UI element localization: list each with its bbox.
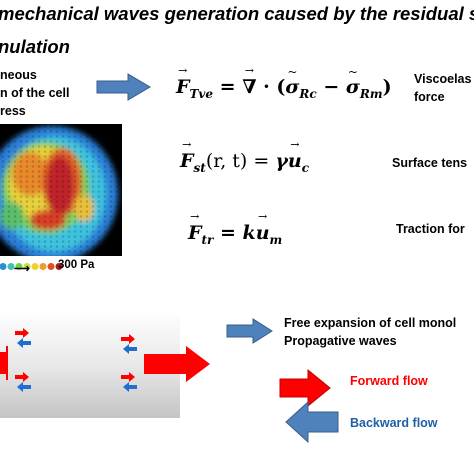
arrow-right-icon bbox=[226, 318, 273, 344]
traction-equation: Ftr = kum bbox=[188, 210, 282, 247]
title-line-2: nulation bbox=[0, 36, 70, 57]
heatmap-caption-line-3: ress bbox=[0, 104, 26, 118]
scale-max-label: 300 Pa bbox=[58, 259, 95, 271]
double-arrow-icon bbox=[15, 328, 31, 348]
forward-flow-label: Forward flow bbox=[350, 374, 428, 388]
double-arrow-icon bbox=[121, 372, 137, 392]
title-line-1: mechanical waves generation caused by th… bbox=[0, 3, 474, 24]
double-arrow-icon bbox=[121, 334, 137, 354]
heatmap-caption-line-2: n of the cell bbox=[0, 86, 70, 100]
left-red-arrow-icon bbox=[0, 346, 8, 380]
surface-tension-label: Surface tens bbox=[392, 156, 468, 170]
big-red-arrow-icon bbox=[144, 346, 210, 382]
heatmap-caption-line-1: neous bbox=[0, 68, 37, 82]
free-expansion-text: Free expansion of cell monol bbox=[284, 316, 457, 330]
backward-flow-label: Backward flow bbox=[350, 416, 438, 430]
stress-heatmap-image bbox=[0, 124, 122, 256]
scale-arrow-icon: ⟶ bbox=[14, 263, 30, 275]
color-scale bbox=[0, 258, 64, 270]
double-arrow-icon bbox=[15, 372, 31, 392]
viscoelastic-label-line-2: force bbox=[414, 90, 445, 104]
propagative-waves-text: Propagative waves bbox=[284, 334, 397, 348]
viscoelastic-label-line-1: Viscoelas bbox=[414, 72, 472, 86]
forward-flow-arrow-icon bbox=[279, 368, 331, 408]
arrow-right-icon bbox=[96, 73, 151, 101]
surface-tension-equation: Fst(r, t) = γuc bbox=[180, 138, 309, 175]
traction-label: Traction for bbox=[396, 222, 465, 236]
viscoelastic-equation: FTve = ∇ · (σRc − σRm) bbox=[176, 64, 392, 101]
backward-flow-arrow-icon bbox=[285, 400, 339, 444]
